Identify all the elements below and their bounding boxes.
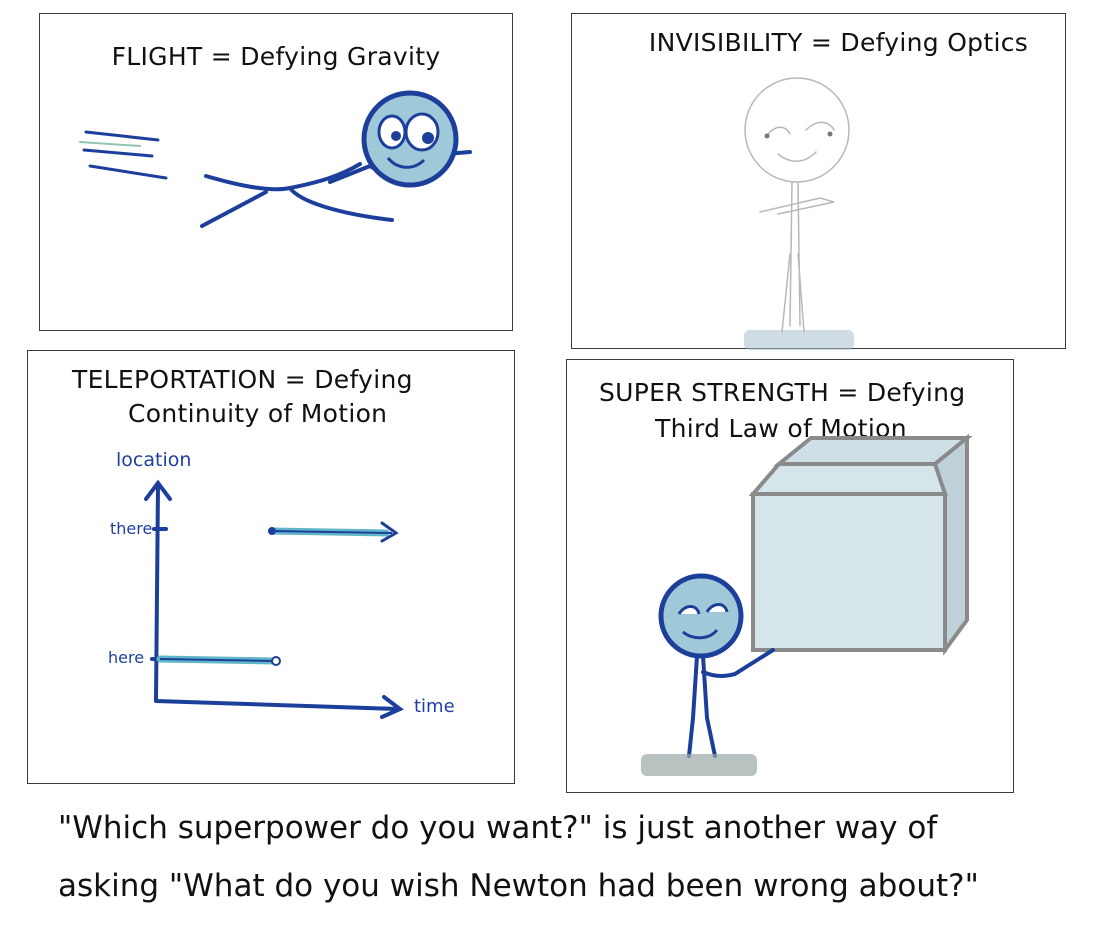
invisible-stick-figure: [744, 77, 854, 350]
panel-invisibility: INVISIBILITY = Defying Optics: [571, 13, 1066, 350]
panel-strength: SUPER STRENGTH = Defying Third Law of Mo…: [566, 359, 1014, 793]
y-axis-label: location: [116, 449, 192, 471]
panel-teleportation: TELEPORTATION = Defying Continuity of Mo…: [27, 350, 515, 784]
flying-stick-figure: [79, 90, 472, 228]
x-axis-label: time: [414, 696, 455, 717]
y-axis: [154, 483, 160, 703]
ground-shadow: [641, 754, 757, 776]
here-end-point: [271, 656, 281, 666]
strong-head: [658, 573, 744, 659]
panel-invisibility-title: INVISIBILITY = Defying Optics: [648, 28, 1029, 57]
panel-flight-title: FLIGHT = Defying Gravity: [111, 42, 441, 71]
tick-label-there: there: [110, 519, 153, 538]
heavy-box: [748, 433, 973, 656]
speed-lines: [79, 130, 168, 180]
teleport-graph: [144, 479, 404, 719]
tick-label-here: here: [108, 648, 145, 667]
x-axis: [154, 699, 400, 711]
panel-strength-title-line1: SUPER STRENGTH = Defying: [599, 378, 966, 407]
strong-stick-figure: [641, 433, 973, 776]
panel-teleportation-title-line2: Continuity of Motion: [128, 399, 388, 428]
caption-line-2: asking "What do you wish Newton had been…: [58, 868, 979, 904]
panel-flight: FLIGHT = Defying Gravity: [39, 13, 513, 331]
panel-teleportation-title-line1: TELEPORTATION = Defying: [72, 365, 413, 394]
there-start-point: [268, 527, 276, 535]
caption-line-1: "Which superpower do you want?" is just …: [58, 810, 938, 846]
ground-shadow: [744, 330, 854, 350]
